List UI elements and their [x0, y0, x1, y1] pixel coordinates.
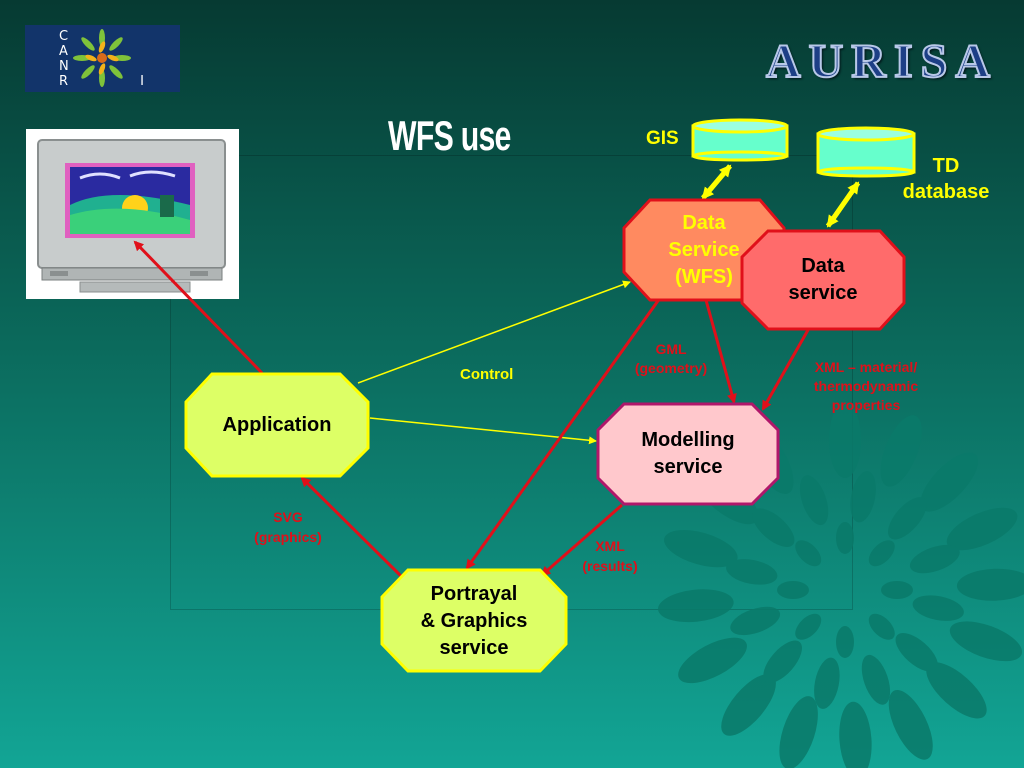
data-service-node: [740, 229, 906, 331]
data-service-wfs-line2: Service: [668, 239, 740, 261]
modelling-service-label: Modelling service: [598, 427, 778, 481]
xml-results-label: XML (results): [566, 536, 654, 576]
gis-label: GIS: [646, 128, 679, 149]
gml-line1: GML: [655, 341, 687, 357]
dataservice-to-modelling-arrow: [761, 329, 810, 411]
modelling-service-node: [596, 402, 780, 506]
decorative-flower-icon: [657, 402, 1024, 768]
xml-material-line2: thermodynamic: [813, 378, 919, 394]
svg-line1: SVG: [273, 509, 303, 525]
application-label: Application: [222, 414, 332, 436]
modelling-line2: service: [653, 456, 723, 478]
td-database-label: TD database: [888, 153, 1004, 205]
slide-title: WFS use: [388, 112, 511, 159]
application-to-monitor-arrow: [133, 240, 264, 375]
data-service-wfs-label: Data Service (WFS): [624, 210, 784, 291]
gis-database-icon: [691, 118, 789, 162]
control-arrow-to-modelling: [369, 417, 597, 445]
td-database-icon: [816, 126, 916, 178]
gml-label: GML (geometry): [618, 340, 724, 378]
data-service-label: Data service: [742, 253, 904, 307]
canri-logo: C A N R I: [25, 25, 180, 92]
td-link-arrow: [825, 181, 861, 228]
td-line1: TD: [932, 155, 960, 177]
svg-label: SVG (graphics): [238, 507, 338, 547]
logo-letters: C A N R I: [59, 28, 178, 89]
portrayal-service-node: [380, 568, 568, 673]
td-line2: database: [902, 181, 990, 203]
portrayal-service-label: Portrayal & Graphics service: [382, 581, 566, 662]
wfs-to-modelling-arrow: [704, 299, 737, 404]
gml-line2: (geometry): [634, 360, 708, 376]
application-node: [184, 372, 370, 478]
aurisa-logo: AURISA: [765, 34, 998, 89]
data-service-line1: Data: [801, 255, 845, 277]
portrayal-line3: service: [439, 637, 509, 659]
flower-icon: [73, 29, 131, 87]
wfs-to-portrayal-arrow: [465, 297, 662, 570]
control-label: Control: [460, 366, 514, 383]
svg-line2: (graphics): [254, 529, 322, 545]
xml-results-line2: (results): [582, 558, 638, 574]
modelling-to-portrayal-arrow: [540, 503, 623, 577]
data-service-wfs-line1: Data: [682, 212, 726, 234]
portrayal-to-application-arrow: [300, 476, 405, 580]
control-arrow-to-wfs: [357, 280, 631, 384]
xml-results-line1: XML: [595, 538, 625, 554]
data-service-line2: service: [788, 282, 858, 304]
data-service-wfs-line3: (WFS): [675, 266, 733, 288]
computer-monitor-icon: [26, 129, 239, 299]
xml-material-label: XML – material/ thermodynamic properties: [790, 358, 942, 415]
gis-link-arrow: [701, 164, 732, 200]
xml-material-line3: properties: [831, 397, 901, 413]
portrayal-line2: & Graphics: [420, 610, 528, 632]
modelling-line1: Modelling: [641, 429, 735, 451]
xml-material-line1: XML – material/: [814, 359, 918, 375]
portrayal-line1: Portrayal: [430, 583, 518, 605]
